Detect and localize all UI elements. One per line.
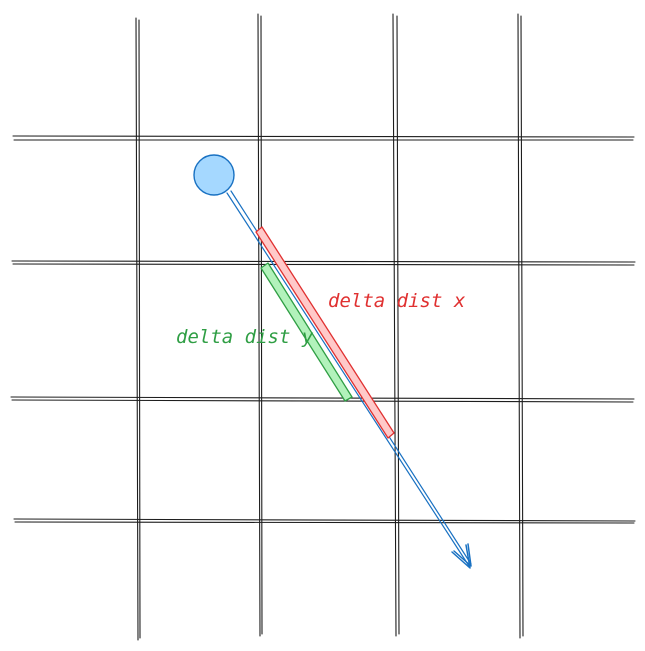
grid-line-horizontal-3 <box>10 396 635 403</box>
grid-line-vertical-2 <box>257 13 263 637</box>
ray <box>226 190 472 567</box>
delta-dist-y-bar <box>260 262 353 402</box>
delta-dist-y-label: delta dist y <box>176 326 314 348</box>
arrowhead-icon <box>451 543 472 569</box>
delta-dist-x-bar <box>255 226 395 439</box>
delta-dist-x-label: delta dist x <box>328 290 466 312</box>
grid-line-vertical-4 <box>517 13 524 639</box>
grid-line-vertical-3 <box>392 13 400 637</box>
grid-line-horizontal-4 <box>13 518 636 524</box>
grid-line-vertical-1 <box>135 17 141 641</box>
grid <box>10 13 636 641</box>
origin-circle-icon <box>193 154 235 196</box>
grid-line-horizontal-2 <box>11 260 636 266</box>
grid-line-horizontal-1 <box>12 135 635 141</box>
